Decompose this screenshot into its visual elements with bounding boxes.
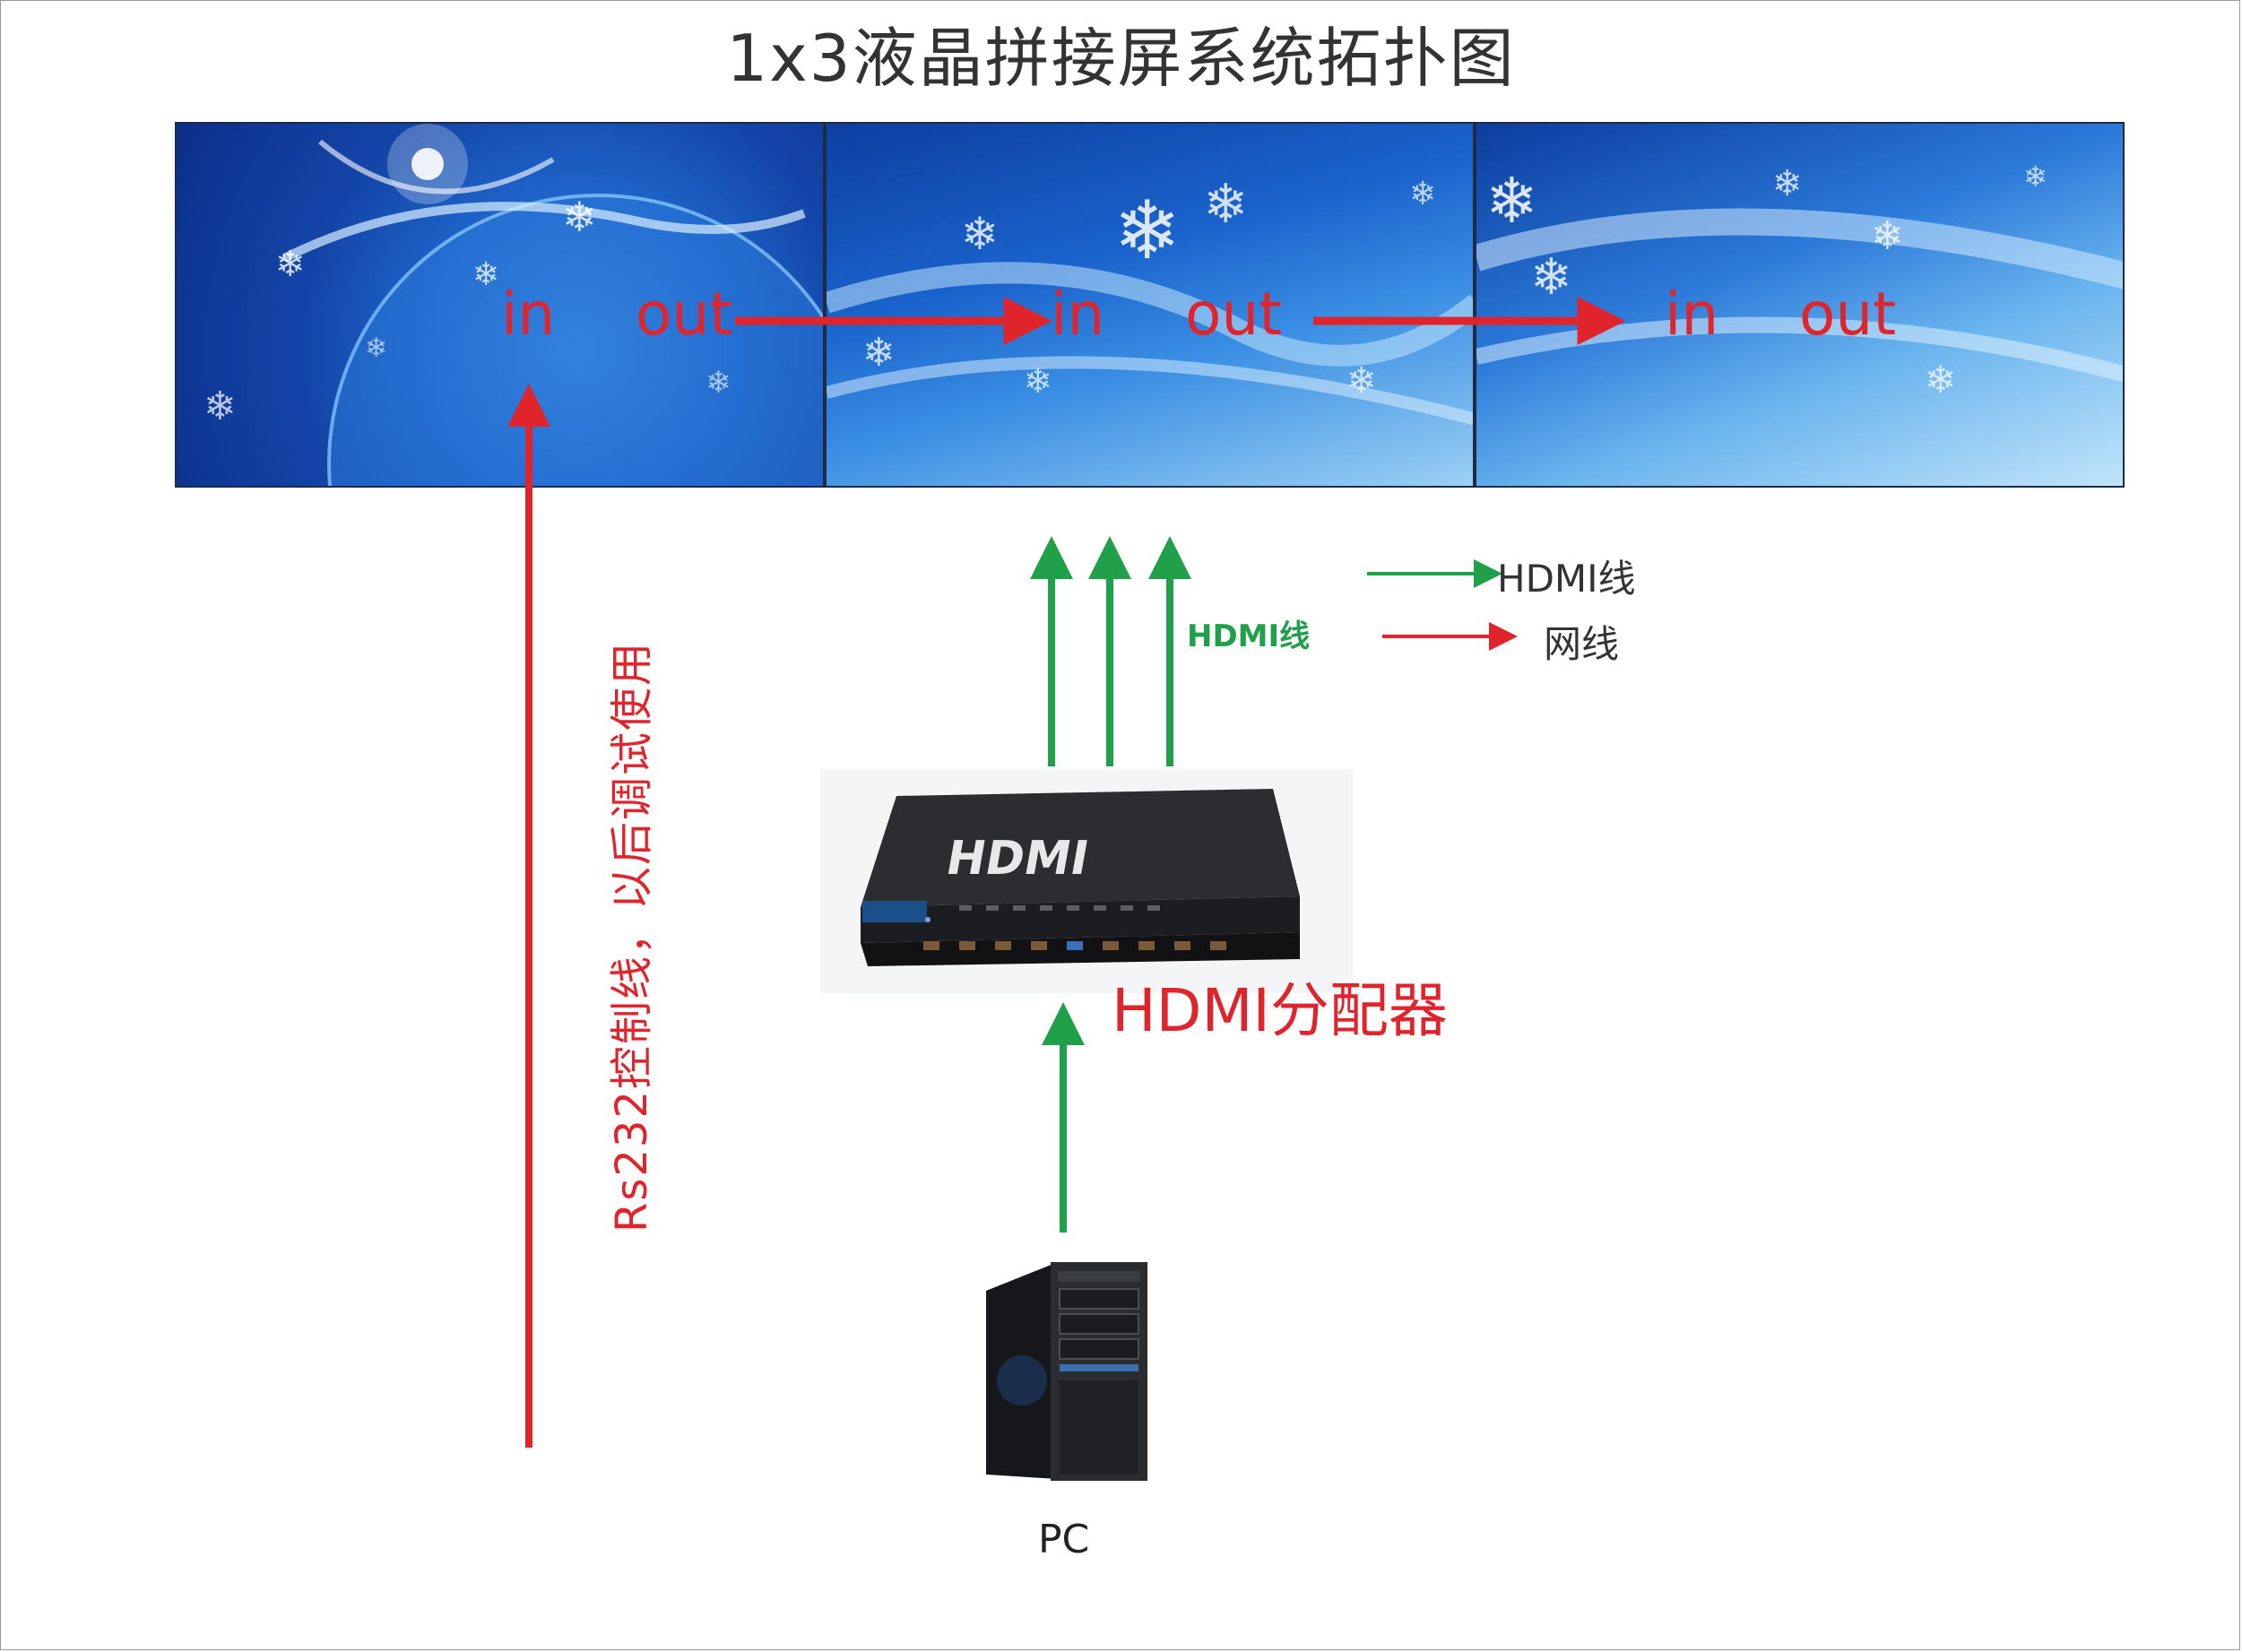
screen-2-in-port: in (1051, 280, 1105, 349)
svg-text:❄: ❄ (472, 256, 499, 293)
splitter-brand-logo: HDMI (942, 831, 1093, 886)
pc-label: PC (1038, 1517, 1090, 1562)
svg-text:❄: ❄ (1871, 213, 1904, 259)
svg-text:❄: ❄ (961, 208, 999, 260)
video-wall: ❄ ❄ ❄ ❄ ❄ ❄ in out ❄ ❄ ❄ ❄ ❄ ❄ ❄ in out … (175, 122, 2125, 488)
svg-text:❄: ❄ (1409, 176, 1436, 212)
svg-text:❄: ❄ (2023, 160, 2047, 194)
screen-3-out-port: out (1799, 280, 1897, 349)
lcd-panel-3: ❄ ❄ ❄ ❄ ❄ ❄ in out (1475, 122, 2125, 488)
screen-3-in-port: in (1665, 280, 1719, 349)
svg-text:❄: ❄ (365, 333, 387, 364)
svg-text:❄: ❄ (1024, 361, 1052, 401)
hdmi-splitter-device: HDMI (820, 769, 1354, 993)
svg-text:❄: ❄ (562, 193, 597, 241)
lcd-panel-1: ❄ ❄ ❄ ❄ ❄ ❄ in out (175, 122, 825, 488)
svg-text:❄: ❄ (705, 365, 731, 401)
svg-text:❄: ❄ (203, 384, 237, 429)
panel-2-artwork: ❄ ❄ ❄ ❄ ❄ ❄ ❄ (827, 173, 1473, 426)
legend-hdmi-label: HDMI线 (1497, 557, 1636, 601)
svg-text:❄: ❄ (1485, 164, 1538, 238)
pc-tower-icon (986, 1262, 1147, 1481)
legend-network-label: 网线 (1544, 622, 1620, 666)
lcd-panel-2: ❄ ❄ ❄ ❄ ❄ ❄ ❄ in out (825, 122, 1475, 488)
svg-text:❄: ❄ (1346, 360, 1377, 402)
rs232-control-label: Rs232控制线，以后调试使用 (607, 641, 657, 1233)
svg-text:❄: ❄ (1113, 184, 1181, 278)
svg-text:❄: ❄ (862, 330, 896, 376)
svg-text:❄: ❄ (1925, 358, 1956, 402)
screen-1-out-port: out (636, 280, 733, 349)
svg-text:❄: ❄ (275, 244, 306, 285)
screen-1-in-port: in (501, 280, 556, 349)
svg-text:❄: ❄ (1203, 173, 1248, 236)
hdmi-splitter-label: HDMI分配器 (1112, 976, 1448, 1045)
hdmi-wire-label: HDMI线 (1187, 618, 1311, 654)
svg-text:❄: ❄ (1772, 163, 1803, 204)
panel-1-artwork: ❄ ❄ ❄ ❄ ❄ ❄ (203, 124, 823, 486)
svg-text:❄: ❄ (1530, 248, 1572, 307)
diagram-title: 1x3液晶拼接屏系统拓扑图 (726, 21, 1516, 96)
screen-2-out-port: out (1185, 280, 1283, 349)
panel-3-artwork: ❄ ❄ ❄ ❄ ❄ ❄ (1476, 160, 2123, 402)
